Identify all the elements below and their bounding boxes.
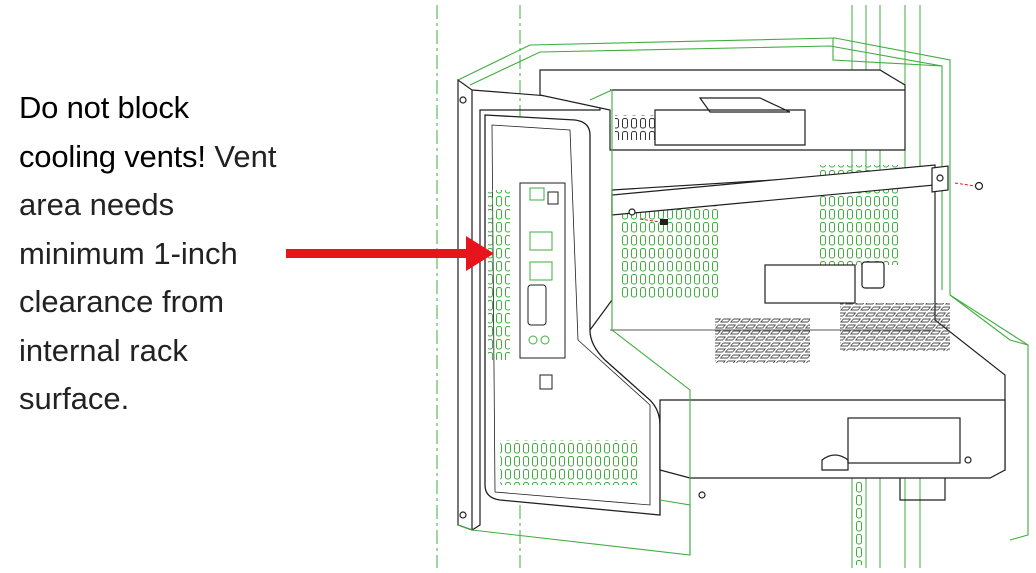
callout-body-part1: Vent [205,138,277,174]
callout-body-part5: internal rack [19,332,188,368]
warning-heading-part1: Do not block [19,90,189,125]
callout-body-part4: clearance from [19,284,225,319]
vent-warning-callout: Do not block cooling vents! Vent area ne… [19,84,349,424]
callout-line-2: cooling vents! Vent [19,133,349,182]
callout-body-part6: surface. [19,381,130,416]
side-vent-grid-2 [840,303,950,351]
warning-heading-part2: cooling vents! [19,138,206,174]
rack-bracket-front [457,89,1029,556]
device-housing-top [539,69,906,151]
rack-bracket-back [457,37,1029,541]
side-vent-grid-1 [715,318,810,363]
screw-icon [639,181,984,225]
red-right-arrow-icon [286,236,494,271]
connector-panel [519,182,566,390]
device-base [659,399,1006,501]
callout-body-part3: minimum 1-inch [19,235,238,271]
rack-post-holes [855,480,863,565]
callout-line-1: Do not block [19,84,349,133]
callout-body-part2: area needs [19,187,175,222]
